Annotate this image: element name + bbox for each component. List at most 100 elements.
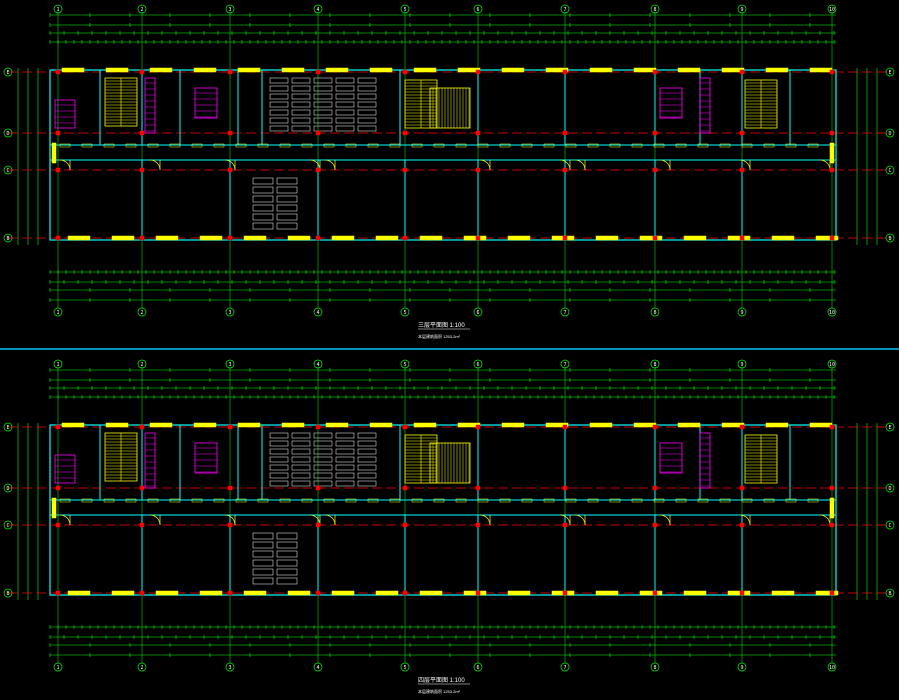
window-south [771,235,795,241]
corridor-opening [785,498,797,503]
axis-bubble-top [650,359,660,369]
axis-bubble-top [650,4,660,14]
corridor-opening [697,498,709,503]
desk [335,448,355,455]
desk [313,109,333,116]
axis-letter-left: D [6,486,9,492]
window-north [765,422,789,428]
window-north [237,422,261,428]
desk [252,222,274,230]
door-swing [574,514,586,526]
window-south [419,590,443,596]
axis-letter-left: E [6,70,9,76]
desk [269,101,289,108]
window-south [287,235,311,241]
end-window-east [829,142,835,164]
corridor-opening [59,498,71,503]
column [475,485,481,491]
desk [291,77,311,84]
axis-bubble-top [53,4,63,14]
desk [291,117,311,124]
column [475,130,481,136]
door-swing [574,159,586,171]
desk [291,432,311,439]
corridor-opening [169,498,181,503]
corridor-opening [191,143,203,148]
window-south [155,235,179,241]
column [562,590,568,596]
axis-bubble-bottom [400,307,410,317]
window-south [419,235,443,241]
outer-wall [49,69,837,241]
axis-bubble-top [225,359,235,369]
window-north [501,67,525,73]
corridor-opening [763,143,775,148]
end-window-west [51,142,57,164]
restroom-fixture [659,87,683,119]
axis-bubble-right [885,128,895,138]
corridor-opening [521,143,533,148]
window-north [149,422,173,428]
axis-number-top: 1 [56,362,59,368]
column [139,522,145,528]
axis-bubble-top [53,359,63,369]
corridor-opening [565,143,577,148]
window-south [331,590,355,596]
axis-number-top: 9 [740,7,743,13]
desk [335,93,355,100]
door-swing [479,514,491,526]
desk [276,177,298,185]
window-north [589,67,613,73]
axis-letter-right: B [888,236,891,242]
column [652,590,658,596]
axis-number-bottom: 9 [740,665,743,671]
desk [357,117,377,124]
axis-bubble-right [885,588,895,598]
window-south [243,235,267,241]
corridor-opening [675,143,687,148]
desk [269,456,289,463]
desk [335,101,355,108]
corridor-opening [719,143,731,148]
window-south [639,590,663,596]
window-north [105,422,129,428]
window-south [111,590,135,596]
desk [313,432,333,439]
axis-number-top: 9 [740,362,743,368]
window-north [633,67,657,73]
column [829,485,835,491]
column [55,424,61,430]
stair-2 [404,434,438,484]
desk [291,464,311,471]
corridor-opening [587,498,599,503]
desk [357,101,377,108]
window-north [369,67,393,73]
desk [335,464,355,471]
window-south [463,590,487,596]
axis-bubble-bottom [53,662,63,672]
corridor-opening [213,498,225,503]
axis-bubble-bottom [225,662,235,672]
window-north [413,67,437,73]
desk [276,541,298,549]
window-south [67,235,91,241]
window-north [501,422,525,428]
corridor-opening [367,143,379,148]
door-swing [149,514,161,526]
corridor-opening [389,498,401,503]
window-south [287,590,311,596]
corridor-opening [125,143,137,148]
desk [276,559,298,567]
column [402,485,408,491]
end-window-east [829,497,835,519]
desk [357,480,377,487]
window-north [413,422,437,428]
column [829,590,835,596]
column [475,424,481,430]
axis-bubble-left [3,520,13,530]
axis-bubble-top [400,359,410,369]
column [315,485,321,491]
stair-3 [744,434,778,484]
desk [269,85,289,92]
